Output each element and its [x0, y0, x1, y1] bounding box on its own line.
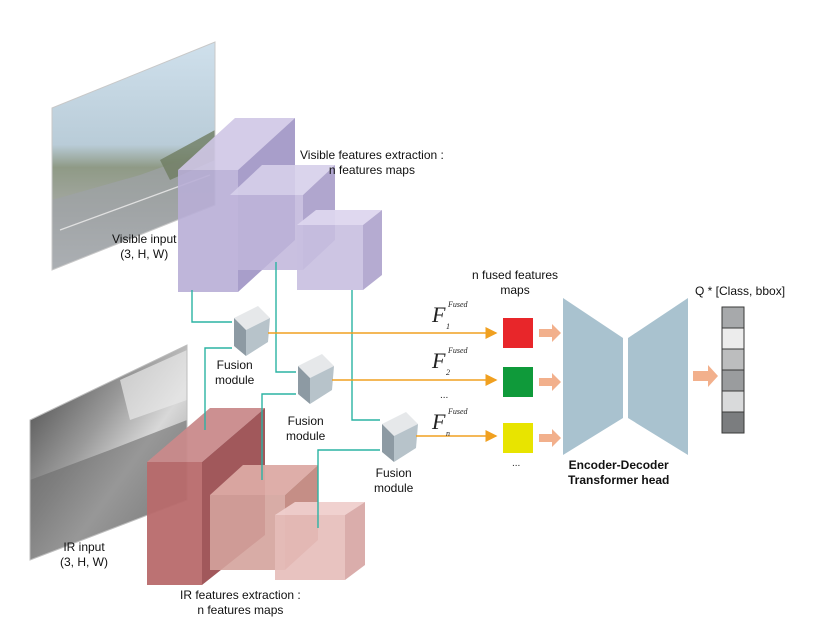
encoder-shape: [563, 298, 623, 455]
ir-input-title: IR input: [63, 540, 105, 554]
head-input-arrows: [539, 324, 561, 447]
head-label-line1: Encoder-Decoder: [568, 458, 669, 472]
fused-arrows: [268, 327, 498, 442]
fusion-label-line2: module: [374, 481, 414, 495]
fused-map-1: [503, 318, 533, 348]
fused-subscript: 1: [446, 322, 450, 331]
fused-symbol-letter: F: [432, 409, 446, 434]
head-label: Encoder-Decoder Transformer head: [568, 458, 669, 488]
visible-input-label: Visible input (3, H, W): [112, 232, 177, 262]
fused-subscript: n: [446, 429, 450, 438]
fused-symbol-letter: F: [432, 348, 446, 373]
ir-features-label: IR features extraction : n features maps: [180, 588, 301, 618]
output-query-cell: [721, 348, 745, 371]
connector-lines: [191, 262, 380, 528]
output-query-cell: [721, 411, 745, 434]
output-query-cell: [721, 327, 745, 350]
output-query-cell: [721, 369, 745, 392]
fused-maps-title-line1: n fused features: [472, 268, 559, 282]
fusion-module-label-2: Fusion module: [286, 414, 325, 444]
fusion-label-line2: module: [286, 429, 326, 443]
fused-subscript: 2: [446, 368, 450, 377]
encoder-decoder-head: [563, 298, 688, 455]
output-label-text: Q * [Class, bbox]: [695, 284, 786, 298]
fusion-label-line1: Fusion: [287, 414, 324, 428]
fused-map-2: [503, 367, 533, 397]
fusion-module-label-1: Fusion module: [215, 358, 254, 388]
fused-superscript: Fused: [448, 346, 468, 355]
fused-symbol-letter: F: [432, 302, 446, 327]
ir-input-label: IR input (3, H, W): [60, 540, 108, 570]
fusion-module-3: [382, 412, 418, 462]
output-arrow: [693, 365, 718, 387]
fusion-label-line2: module: [215, 373, 255, 387]
fusion-module-2: [298, 354, 334, 404]
visible-input-shape: (3, H, W): [120, 247, 169, 261]
fused-superscript: Fused: [448, 407, 468, 416]
decoder-shape: [628, 298, 688, 455]
ellipsis-between: ...: [440, 390, 449, 401]
ir-input-shape: (3, H, W): [60, 555, 108, 569]
ir-features-title: IR features extraction :: [180, 588, 301, 602]
visible-features-subtitle: n features maps: [328, 163, 415, 177]
output-label: Q * [Class, bbox]: [695, 284, 785, 299]
fused-maps-title-line2: maps: [500, 283, 530, 297]
head-label-line2: Transformer head: [568, 473, 670, 487]
visible-feature-cubes: [178, 118, 382, 292]
output-query-cell: [721, 390, 745, 413]
visible-features-label: Visible features extraction : n features…: [300, 148, 444, 178]
visible-input-title: Visible input: [112, 232, 177, 246]
visible-features-title: Visible features extraction :: [300, 148, 444, 162]
fused-map-n: [503, 423, 533, 453]
fused-maps-title: n fused features maps: [472, 268, 558, 298]
fused-superscript: Fused: [448, 300, 468, 309]
output-query-cell: [721, 306, 745, 329]
ir-feature-cubes: [147, 408, 365, 585]
fusion-label-line1: Fusion: [375, 466, 412, 480]
fusion-module-label-3: Fusion module: [374, 466, 413, 496]
output-query-column: [721, 306, 745, 434]
ellipsis-after: ...: [512, 458, 521, 469]
ir-features-subtitle: n features maps: [197, 603, 284, 617]
fusion-module-1: [234, 306, 270, 356]
fusion-label-line1: Fusion: [216, 358, 253, 372]
